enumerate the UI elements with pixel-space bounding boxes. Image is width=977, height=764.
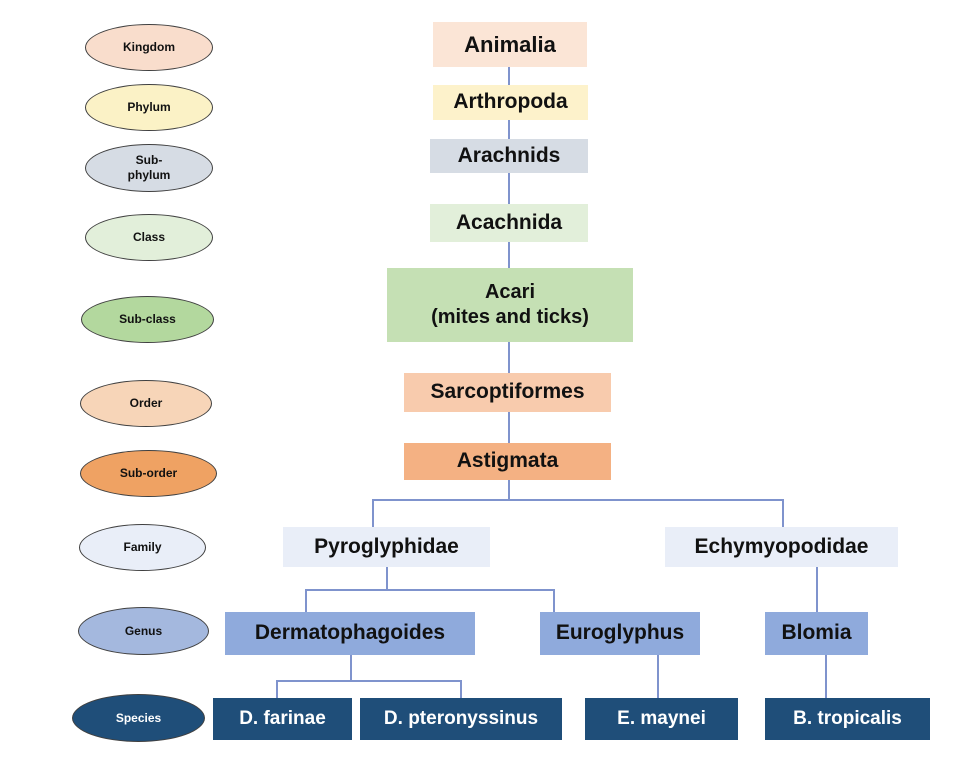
- rank-ellipse-species: Species: [72, 694, 205, 742]
- node-subphylum-arachnids: Arachnids: [430, 139, 588, 173]
- node-label: D. pteronyssinus: [383, 708, 539, 730]
- connector-line: [276, 680, 278, 698]
- rank-label: Genus: [124, 623, 163, 638]
- connector-line: [508, 480, 510, 501]
- connector-line: [372, 499, 374, 527]
- node-label: Echymyopodidae: [694, 534, 869, 558]
- node-label: D. farinae: [239, 708, 326, 730]
- rank-label: Species: [115, 710, 162, 725]
- node-sublabel: (mites and ticks): [431, 306, 589, 328]
- node-label: Euroglyphus: [555, 621, 685, 645]
- connector-line: [508, 412, 510, 443]
- rank-ellipse-class: Class: [85, 214, 213, 261]
- rank-ellipse-subphylum: Sub-phylum: [85, 144, 213, 192]
- node-species-d-pteronyssinus: D. pteronyssinus: [360, 698, 562, 740]
- node-label: Blomia: [781, 621, 852, 645]
- node-class-acachnida: Acachnida: [430, 204, 588, 242]
- connector-line: [825, 655, 827, 698]
- connector-line: [508, 120, 510, 139]
- rank-label: Kingdom: [123, 40, 175, 54]
- connector-line: [305, 589, 307, 612]
- connector-line: [350, 655, 352, 682]
- rank-ellipse-subclass: Sub-class: [81, 296, 214, 343]
- node-genus-blomia: Blomia: [765, 612, 868, 655]
- rank-label: Sub-order: [119, 466, 178, 480]
- node-subclass-acari: Acari (mites and ticks): [387, 268, 633, 342]
- node-label: Sarcoptiformes: [430, 380, 585, 404]
- rank-label: Family: [123, 540, 162, 554]
- node-kingdom-animalia: Animalia: [433, 22, 587, 67]
- connector-line: [782, 499, 784, 527]
- connector-line: [508, 173, 510, 204]
- node-label: E. maynei: [617, 708, 706, 730]
- connector-line: [553, 589, 555, 612]
- connector-line: [276, 680, 462, 682]
- node-family-pyroglyphidae: Pyroglyphidae: [283, 527, 490, 567]
- connector-line: [386, 567, 388, 590]
- rank-ellipse-genus: Genus: [78, 607, 209, 655]
- node-label: Pyroglyphidae: [314, 534, 459, 558]
- node-suborder-astigmata: Astigmata: [404, 443, 611, 480]
- connector-line: [305, 589, 555, 591]
- rank-label: Sub-phylum: [127, 153, 171, 182]
- node-label: Acachnida: [455, 210, 563, 234]
- node-label: B. tropicalis: [793, 708, 902, 730]
- node-phylum-arthropoda: Arthropoda: [433, 85, 588, 120]
- rank-ellipse-suborder: Sub-order: [80, 450, 217, 497]
- node-label: Animalia: [464, 31, 556, 57]
- connector-line: [508, 67, 510, 88]
- rank-label: Class: [132, 230, 166, 244]
- node-genus-euroglyphus: Euroglyphus: [540, 612, 700, 655]
- connector-line: [372, 499, 784, 501]
- connector-line: [508, 342, 510, 373]
- node-genus-dermatophagoides: Dermatophagoides: [225, 612, 475, 655]
- rank-label: Sub-class: [119, 312, 176, 326]
- rank-ellipse-order: Order: [80, 380, 212, 427]
- connector-line: [508, 242, 510, 268]
- rank-ellipse-family: Family: [79, 524, 206, 571]
- rank-ellipse-kingdom: Kingdom: [85, 24, 213, 71]
- node-order-sarcoptiformes: Sarcoptiformes: [404, 373, 611, 412]
- node-label: Arachnids: [457, 143, 561, 167]
- node-label: Acari: [484, 281, 536, 303]
- node-species-d-farinae: D. farinae: [213, 698, 352, 740]
- node-family-echymyopodidae: Echymyopodidae: [665, 527, 898, 567]
- node-species-e-maynei: E. maynei: [585, 698, 738, 740]
- connector-line: [816, 567, 818, 612]
- node-label: Dermatophagoides: [254, 621, 446, 645]
- rank-label: Order: [129, 396, 163, 410]
- node-species-b-tropicalis: B. tropicalis: [765, 698, 930, 740]
- node-label: Astigmata: [456, 449, 559, 473]
- connector-line: [460, 680, 462, 698]
- rank-ellipse-phylum: Phylum: [85, 84, 213, 131]
- connector-line: [657, 655, 659, 698]
- rank-label: Phylum: [127, 100, 171, 114]
- node-label: Arthropoda: [453, 90, 568, 114]
